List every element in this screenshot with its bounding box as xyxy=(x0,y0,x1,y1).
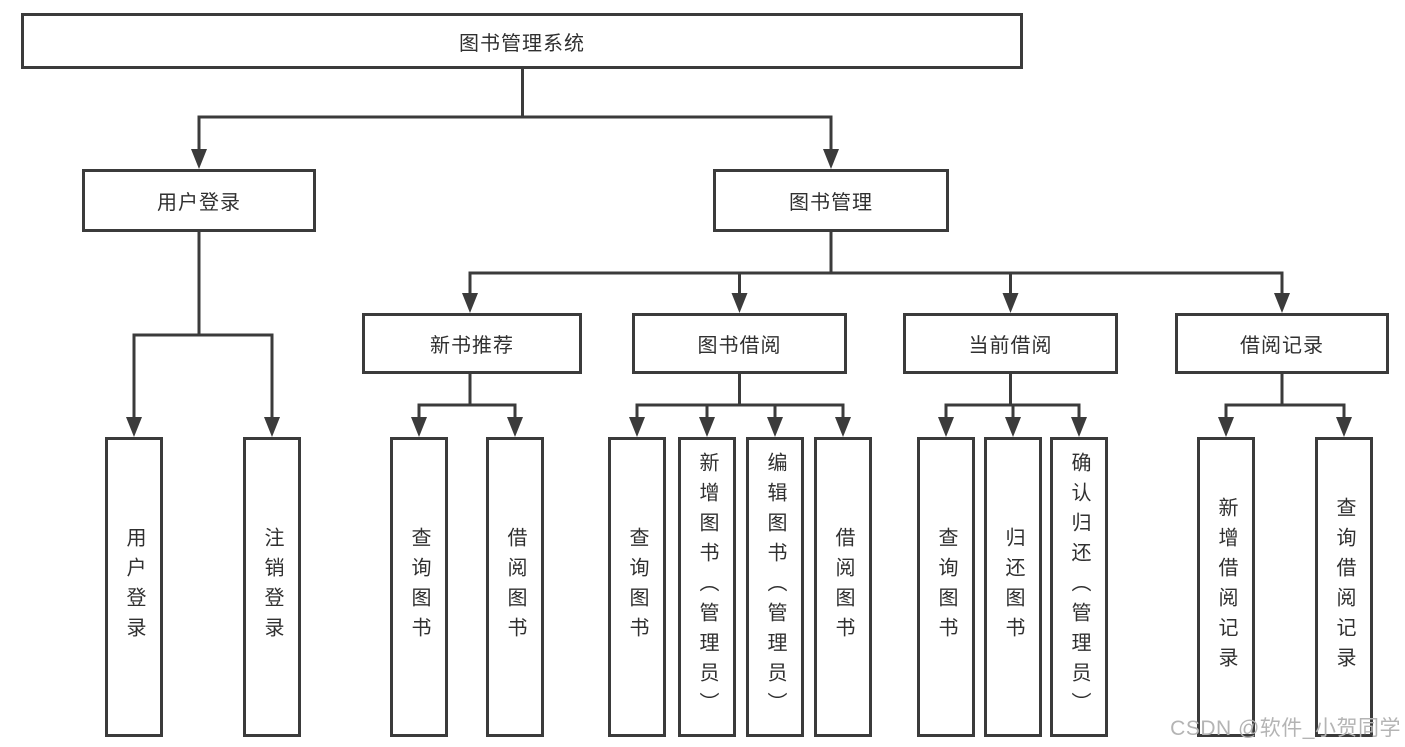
node-label: 新书推荐 xyxy=(430,335,514,357)
connector-bookmgmt-to-level3 xyxy=(468,232,1284,297)
leaf-borrow-books-recommend: 借阅图书 xyxy=(486,437,544,737)
node-current-borrow: 当前借阅 xyxy=(903,313,1118,374)
node-label: 注销登录 xyxy=(261,527,283,647)
csdn-watermark: CSDN @软件_小贺同学 xyxy=(1170,717,1401,740)
node-label: 确认归还（管理员） xyxy=(1068,452,1090,722)
leaf-borrow-books: 借阅图书 xyxy=(814,437,872,737)
node-label: 图书管理 xyxy=(789,192,873,214)
arrowheads xyxy=(126,149,1352,437)
node-label: 用户登录 xyxy=(157,192,241,214)
connector-borrow-to-leaves xyxy=(635,374,845,421)
node-label: 借阅图书 xyxy=(504,527,526,647)
node-label: 新增借阅记录 xyxy=(1215,497,1237,677)
connector-root-to-level2 xyxy=(197,69,833,152)
node-root-system: 图书管理系统 xyxy=(21,13,1023,69)
connector-userlogin-to-leaves xyxy=(132,232,274,421)
connector-current-to-leaves xyxy=(944,374,1081,421)
node-new-book-recommend: 新书推荐 xyxy=(362,313,582,374)
node-label: 当前借阅 xyxy=(968,335,1053,357)
leaf-query-books-recommend: 查询图书 xyxy=(390,437,448,737)
node-label: 用户登录 xyxy=(123,527,145,647)
node-book-borrow: 图书借阅 xyxy=(632,313,847,374)
connector-newbook-to-leaves xyxy=(417,374,517,421)
node-label: 借阅记录 xyxy=(1240,335,1324,357)
node-label: 新增图书（管理员） xyxy=(696,452,718,722)
node-label: 查询图书 xyxy=(408,527,430,647)
node-label: 编辑图书（管理员） xyxy=(764,452,786,722)
leaf-query-borrow-record: 查询借阅记录 xyxy=(1315,437,1373,737)
node-label: 查询图书 xyxy=(626,527,648,647)
leaf-query-books-borrow: 查询图书 xyxy=(608,437,666,737)
leaf-confirm-return-admin: 确认归还（管理员） xyxy=(1050,437,1108,737)
node-label: 图书借阅 xyxy=(697,335,782,357)
node-label: 查询图书 xyxy=(935,527,957,647)
connector-records-to-leaves xyxy=(1224,374,1346,421)
node-borrow-records: 借阅记录 xyxy=(1175,313,1389,374)
node-label: 查询借阅记录 xyxy=(1333,497,1355,677)
node-label: 图书管理系统 xyxy=(459,32,585,55)
node-label: 借阅图书 xyxy=(832,527,854,647)
node-book-management: 图书管理 xyxy=(713,169,949,232)
leaf-edit-books-admin: 编辑图书（管理员） xyxy=(746,437,804,737)
leaf-return-books: 归还图书 xyxy=(984,437,1042,737)
leaf-add-books-admin: 新增图书（管理员） xyxy=(678,437,736,737)
leaf-add-borrow-record: 新增借阅记录 xyxy=(1197,437,1255,737)
leaf-user-login: 用户登录 xyxy=(105,437,163,737)
leaf-logout: 注销登录 xyxy=(243,437,301,737)
node-user-login: 用户登录 xyxy=(82,169,316,232)
node-label: 归还图书 xyxy=(1002,527,1024,647)
leaf-query-books-current: 查询图书 xyxy=(917,437,975,737)
